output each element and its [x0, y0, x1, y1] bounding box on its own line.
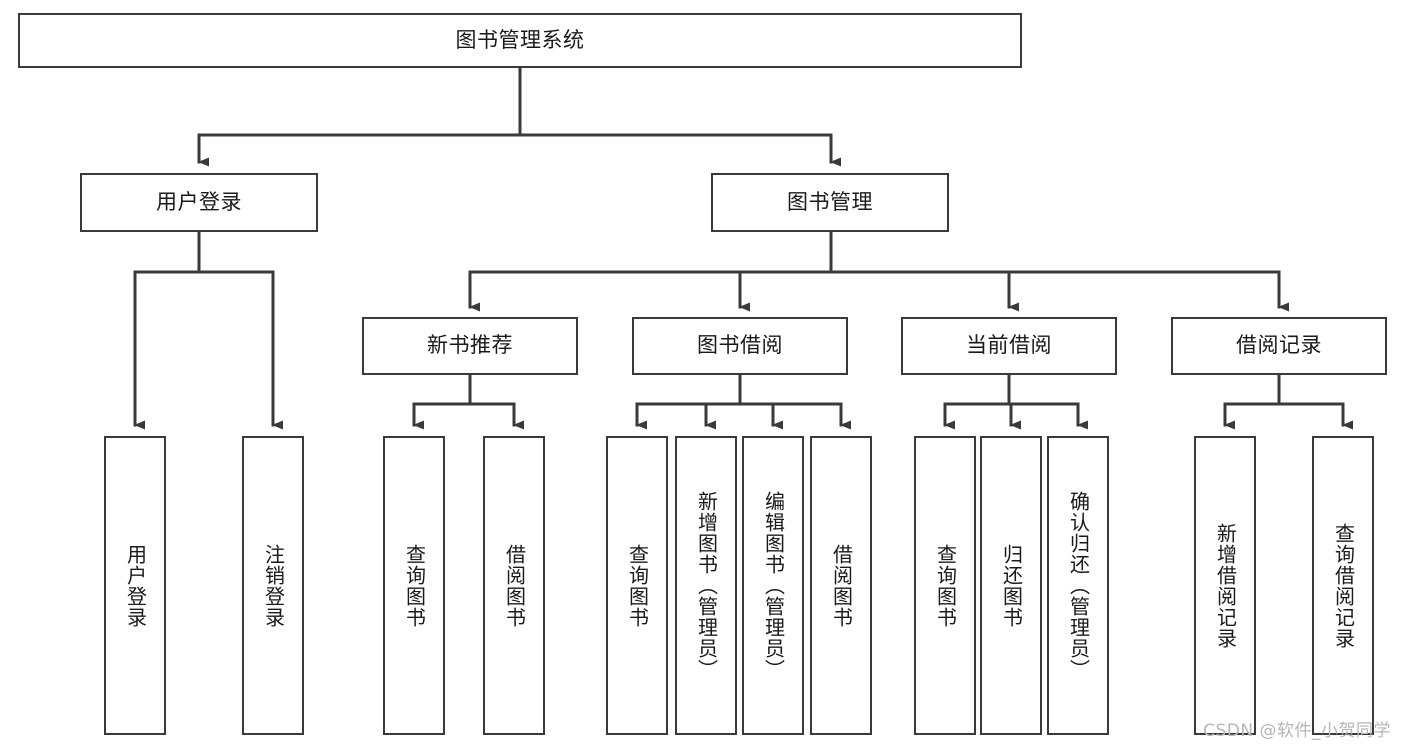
leaf-query-book-3[interactable]: 查询图书 — [914, 436, 976, 735]
leaf-borrow-book-2-label: 借阅图书 — [829, 543, 854, 628]
leaf-add-record[interactable]: 新增借阅记录 — [1194, 436, 1256, 735]
leaf-borrow-book-1-label: 借阅图书 — [502, 543, 527, 628]
leaf-query-book-1[interactable]: 查询图书 — [383, 436, 445, 735]
node-borrow-record-label: 借阅记录 — [1236, 333, 1322, 358]
leaf-user-login-label: 用户登录 — [123, 543, 148, 628]
leaf-return-book-label: 归还图书 — [999, 543, 1024, 628]
leaf-query-record[interactable]: 查询借阅记录 — [1312, 436, 1374, 735]
leaf-user-login[interactable]: 用户登录 — [104, 436, 166, 735]
node-current-borrow[interactable]: 当前借阅 — [901, 317, 1117, 375]
leaf-query-book-1-label: 查询图书 — [402, 543, 427, 628]
leaf-add-record-label: 新增借阅记录 — [1213, 522, 1238, 649]
leaf-edit-book[interactable]: 编辑图书（管理员） — [742, 436, 804, 735]
leaf-borrow-book-2[interactable]: 借阅图书 — [810, 436, 872, 735]
node-root[interactable]: 图书管理系统 — [18, 13, 1022, 68]
node-borrow-record[interactable]: 借阅记录 — [1171, 317, 1387, 375]
leaf-return-book[interactable]: 归还图书 — [980, 436, 1042, 735]
node-root-label: 图书管理系统 — [455, 27, 585, 52]
node-new-book-rec[interactable]: 新书推荐 — [362, 317, 578, 375]
leaf-query-book-2-label: 查询图书 — [625, 543, 650, 628]
leaf-add-book[interactable]: 新增图书（管理员） — [675, 436, 737, 735]
node-book-manage[interactable]: 图书管理 — [711, 173, 949, 232]
node-current-borrow-label: 当前借阅 — [966, 333, 1052, 358]
leaf-query-record-label: 查询借阅记录 — [1331, 522, 1356, 649]
node-user-login-label: 用户登录 — [156, 189, 242, 214]
node-user-login[interactable]: 用户登录 — [80, 173, 318, 232]
node-new-book-rec-label: 新书推荐 — [427, 333, 513, 358]
node-book-manage-label: 图书管理 — [787, 189, 873, 214]
leaf-add-book-label: 新增图书（管理员） — [694, 491, 719, 680]
leaf-query-book-2[interactable]: 查询图书 — [606, 436, 668, 735]
leaf-borrow-book-1[interactable]: 借阅图书 — [483, 436, 545, 735]
leaf-confirm-return[interactable]: 确认归还（管理员） — [1047, 436, 1109, 735]
node-book-borrow[interactable]: 图书借阅 — [632, 317, 848, 375]
leaf-logout-label: 注销登录 — [261, 543, 286, 628]
leaf-query-book-3-label: 查询图书 — [933, 543, 958, 628]
node-book-borrow-label: 图书借阅 — [697, 333, 783, 358]
leaf-edit-book-label: 编辑图书（管理员） — [761, 491, 786, 680]
leaf-logout[interactable]: 注销登录 — [242, 436, 304, 735]
leaf-confirm-return-label: 确认归还（管理员） — [1066, 491, 1091, 680]
